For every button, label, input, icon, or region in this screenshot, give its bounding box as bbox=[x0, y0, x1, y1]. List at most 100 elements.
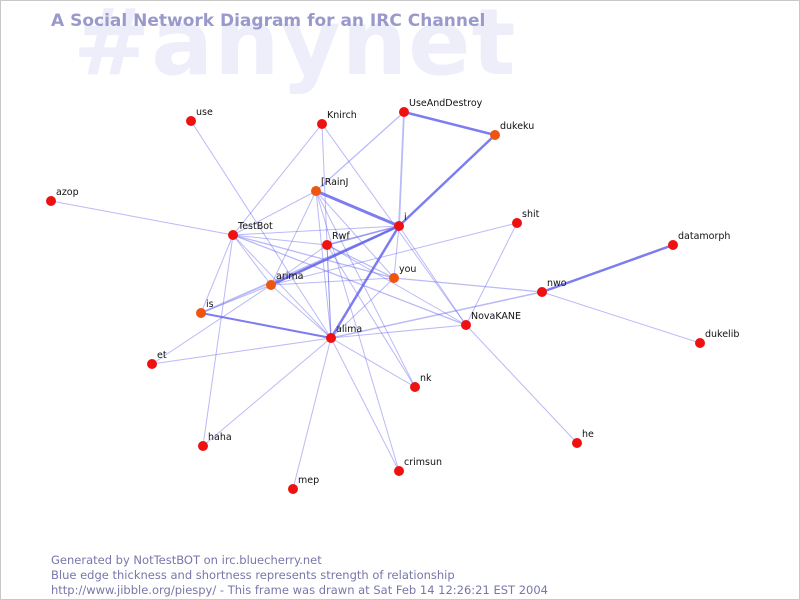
edge-alima-et bbox=[151, 337, 332, 365]
node-dukelib: dukelib bbox=[695, 329, 739, 348]
node-nk: nk bbox=[410, 373, 432, 392]
node-arima: arima bbox=[266, 271, 303, 290]
edge-rwf-i bbox=[326, 225, 400, 246]
node-rwf: Rwf bbox=[322, 231, 350, 250]
edge-you-alima bbox=[330, 277, 395, 339]
node-label-mep: mep bbox=[298, 475, 319, 486]
node-i: i bbox=[394, 212, 407, 231]
edge-i-testbot bbox=[232, 225, 400, 236]
node-dot-useanddestroy bbox=[399, 107, 409, 117]
edge-alima-crimsun bbox=[330, 337, 400, 472]
edge-testbot-rwf bbox=[232, 234, 328, 246]
node-label-nk: nk bbox=[420, 373, 432, 384]
node-you: you bbox=[389, 264, 416, 283]
edge-knirch-testbot bbox=[232, 123, 323, 236]
node-dot-mep bbox=[288, 484, 298, 494]
edge-testbot-arima bbox=[232, 234, 272, 286]
node-useanddestroy: UseAndDestroy bbox=[399, 98, 483, 117]
node-dot-i bbox=[394, 221, 404, 231]
edge-knirch-novakane bbox=[321, 123, 467, 326]
edge-rwf-nk bbox=[326, 244, 416, 388]
edge-rainj-i bbox=[315, 189, 400, 228]
node-dot-testbot bbox=[228, 230, 238, 240]
node-label-crimsun: crimsun bbox=[404, 457, 442, 468]
node-label-alima: alima bbox=[336, 324, 362, 335]
edge-testbot-is bbox=[200, 234, 234, 314]
node-use: use bbox=[186, 107, 213, 126]
edge-testbot-haha bbox=[202, 234, 234, 447]
edge-useanddestroy-i bbox=[398, 111, 405, 227]
node-rainj: [RainJ bbox=[311, 177, 348, 196]
node-nwo: nwo bbox=[537, 278, 567, 297]
node-azop: azop bbox=[46, 187, 79, 206]
node-label-azop: azop bbox=[56, 187, 79, 198]
edge-useanddestroy-rainj bbox=[315, 111, 405, 192]
node-label-datamorph: datamorph bbox=[678, 231, 730, 242]
footer-generated-by: Generated by NotTestBOT on irc.bluecherr… bbox=[51, 553, 322, 567]
edge-alima-novakane bbox=[330, 324, 467, 339]
edge-rwf-novakane bbox=[326, 244, 467, 326]
node-label-testbot: TestBot bbox=[237, 221, 273, 232]
node-label-haha: haha bbox=[208, 432, 232, 443]
node-dot-haha bbox=[198, 441, 208, 451]
node-dot-dukelib bbox=[695, 338, 705, 348]
channel-watermark: #anynet bbox=[73, 0, 517, 96]
node-label-use: use bbox=[196, 107, 213, 118]
node-crimsun: crimsun bbox=[394, 457, 442, 476]
edge-rwf-arima bbox=[270, 244, 328, 286]
edge-i-rwf bbox=[326, 225, 400, 246]
node-et: et bbox=[147, 350, 167, 369]
node-he: he bbox=[572, 429, 594, 448]
node-label-et: et bbox=[157, 350, 167, 361]
edge-rainj-crimsun bbox=[315, 190, 400, 472]
node-mep: mep bbox=[288, 475, 319, 494]
node-novakane: NovaKANE bbox=[461, 311, 521, 330]
edge-i-is bbox=[200, 225, 400, 314]
edge-rainj-testbot bbox=[232, 190, 317, 236]
edge-useanddestroy-dukeku bbox=[403, 110, 496, 137]
node-dot-you bbox=[389, 273, 399, 283]
edge-nwo-datamorph bbox=[541, 243, 674, 294]
node-dot-rwf bbox=[322, 240, 332, 250]
node-dot-novakane bbox=[461, 320, 471, 330]
edge-rainj-nk bbox=[315, 190, 416, 388]
edge-rainj-alima bbox=[315, 190, 332, 339]
node-dot-is bbox=[196, 308, 206, 318]
node-dot-alima bbox=[326, 333, 336, 343]
edge-i-dukeku bbox=[398, 134, 496, 227]
node-label-knirch: Knirch bbox=[327, 110, 357, 121]
node-label-novakane: NovaKANE bbox=[471, 311, 521, 322]
node-haha: haha bbox=[198, 432, 232, 451]
edge-arima-you bbox=[270, 277, 395, 286]
node-dot-datamorph bbox=[668, 240, 678, 250]
node-dot-crimsun bbox=[394, 466, 404, 476]
edge-arima-is bbox=[200, 284, 272, 314]
edge-rainj-you bbox=[315, 190, 395, 279]
node-label-you: you bbox=[399, 264, 416, 275]
node-dot-he bbox=[572, 438, 582, 448]
node-label-dukeku: dukeku bbox=[500, 121, 534, 132]
node-dot-azop bbox=[46, 196, 56, 206]
edge-i-you bbox=[393, 225, 400, 279]
edge-alima-nwo bbox=[330, 291, 543, 339]
edge-shit-arima bbox=[270, 222, 518, 286]
edge-alima-haha bbox=[202, 337, 332, 447]
node-is: is bbox=[196, 299, 214, 318]
edge-shit-novakane bbox=[465, 222, 518, 326]
footer-url-timestamp: http://www.jibble.org/piespy/ - This fra… bbox=[51, 583, 548, 597]
node-label-i: i bbox=[404, 212, 407, 223]
node-alima: alima bbox=[326, 324, 362, 343]
diagram-title: A Social Network Diagram for an IRC Chan… bbox=[51, 11, 486, 31]
edge-testbot-you bbox=[232, 234, 395, 279]
edge-testbot-alima bbox=[232, 234, 332, 339]
node-knirch: Knirch bbox=[317, 110, 357, 129]
node-dot-shit bbox=[512, 218, 522, 228]
node-label-rwf: Rwf bbox=[332, 231, 350, 242]
edge-layer bbox=[50, 110, 701, 490]
node-dot-use bbox=[186, 116, 196, 126]
edge-alima-mep bbox=[292, 337, 332, 490]
edge-knirch-alima bbox=[321, 123, 332, 339]
edge-novakane-he bbox=[465, 324, 578, 444]
